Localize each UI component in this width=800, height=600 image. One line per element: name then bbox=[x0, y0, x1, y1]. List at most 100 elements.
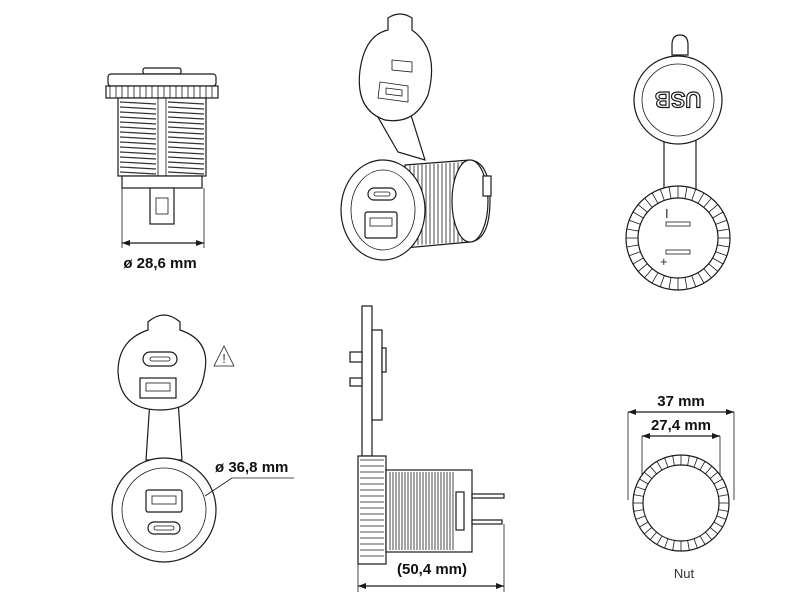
detail-line bbox=[713, 478, 723, 485]
detail-line bbox=[684, 277, 688, 290]
detail-line bbox=[684, 186, 688, 199]
detail-line bbox=[119, 136, 157, 140]
detail-line bbox=[649, 531, 657, 541]
detail-line bbox=[119, 146, 157, 150]
nut-outer-label: 37 mm bbox=[657, 393, 705, 410]
detail-line bbox=[167, 116, 205, 120]
detail-line bbox=[708, 263, 719, 272]
detail-line bbox=[643, 527, 653, 535]
profile-view: (50,4 mm) bbox=[349, 305, 505, 592]
detail-line bbox=[649, 465, 657, 475]
detail-line bbox=[626, 244, 639, 248]
detail-line bbox=[709, 471, 719, 479]
detail-line bbox=[664, 457, 669, 468]
detail-line bbox=[717, 244, 730, 248]
terminal-neg-label: I bbox=[665, 206, 669, 221]
detail-line bbox=[167, 136, 205, 140]
detail-line bbox=[119, 156, 157, 160]
detail-line bbox=[637, 204, 648, 213]
warning-symbol: ! bbox=[222, 351, 226, 366]
detail-line bbox=[119, 171, 157, 175]
depth-label: (50,4 mm) bbox=[397, 561, 467, 578]
detail-line bbox=[715, 251, 728, 257]
detail-line bbox=[167, 171, 205, 175]
detail-line bbox=[626, 228, 639, 232]
nut-view: 37 mm 27,4 mm Nut bbox=[627, 393, 735, 581]
detail-line bbox=[659, 275, 665, 288]
detail-line bbox=[691, 188, 697, 201]
detail-line bbox=[705, 531, 713, 541]
detail-line bbox=[635, 515, 646, 520]
detail-line bbox=[167, 126, 205, 130]
detail-line bbox=[167, 101, 205, 105]
detail-line bbox=[712, 257, 724, 265]
detail-line bbox=[639, 478, 649, 485]
detail-line bbox=[167, 146, 205, 150]
detail-line bbox=[718, 494, 729, 497]
nut-inner-label: 27,4 mm bbox=[651, 417, 711, 434]
detail-line bbox=[119, 141, 157, 145]
detail-line bbox=[119, 151, 157, 155]
detail-line bbox=[672, 540, 675, 551]
detail-line bbox=[632, 211, 644, 219]
detail-line bbox=[716, 515, 727, 520]
detail-line bbox=[167, 111, 205, 115]
detail-line bbox=[644, 197, 653, 208]
detail-line bbox=[651, 192, 659, 204]
detail-line bbox=[119, 161, 157, 165]
isometric-view bbox=[340, 13, 492, 261]
detail-line bbox=[703, 268, 712, 279]
detail-line bbox=[703, 197, 712, 208]
detail-line bbox=[693, 538, 698, 549]
detail-line bbox=[656, 461, 663, 471]
detail-line bbox=[699, 535, 706, 545]
detail-line bbox=[668, 186, 672, 199]
detail-line bbox=[167, 156, 205, 160]
front-diameter-label: ø 36,8 mm bbox=[215, 459, 288, 476]
detail-line bbox=[687, 540, 690, 551]
side-view: ø 28,6 mm bbox=[105, 67, 219, 272]
top-view: USB I + bbox=[625, 34, 731, 291]
detail-line bbox=[643, 471, 653, 479]
detail-line bbox=[119, 121, 157, 125]
detail-line bbox=[119, 111, 157, 115]
detail-line bbox=[637, 263, 648, 272]
detail-line bbox=[167, 141, 205, 145]
detail-line bbox=[709, 527, 719, 535]
detail-line bbox=[712, 211, 724, 219]
front-view: ! ø 36,8 mm bbox=[111, 314, 294, 563]
detail-line bbox=[668, 277, 672, 290]
terminal-pos-label: + bbox=[660, 254, 668, 269]
detail-line bbox=[699, 461, 706, 471]
detail-line bbox=[119, 131, 157, 135]
detail-line bbox=[708, 204, 719, 213]
detail-line bbox=[167, 106, 205, 110]
detail-line bbox=[651, 272, 659, 284]
detail-line bbox=[119, 106, 157, 110]
detail-line bbox=[659, 188, 665, 201]
detail-line bbox=[639, 521, 649, 528]
detail-line bbox=[633, 509, 644, 512]
detail-line bbox=[713, 521, 723, 528]
detail-line bbox=[119, 116, 157, 120]
detail-line bbox=[644, 268, 653, 279]
detail-line bbox=[167, 151, 205, 155]
detail-line bbox=[656, 535, 663, 545]
detail-line bbox=[167, 166, 205, 170]
detail-line bbox=[664, 538, 669, 549]
nut-name-label: Nut bbox=[674, 566, 695, 581]
detail-line bbox=[633, 494, 644, 497]
detail-line bbox=[717, 228, 730, 232]
detail-line bbox=[718, 509, 729, 512]
detail-line bbox=[167, 131, 205, 135]
detail-line bbox=[687, 455, 690, 466]
detail-line bbox=[691, 275, 697, 288]
detail-line bbox=[697, 272, 705, 284]
side-diameter-label: ø 28,6 mm bbox=[123, 255, 196, 272]
detail-line bbox=[119, 101, 157, 105]
warning-triangle-icon bbox=[213, 345, 235, 367]
detail-line bbox=[715, 219, 728, 225]
detail-line bbox=[119, 126, 157, 130]
detail-line bbox=[167, 161, 205, 165]
